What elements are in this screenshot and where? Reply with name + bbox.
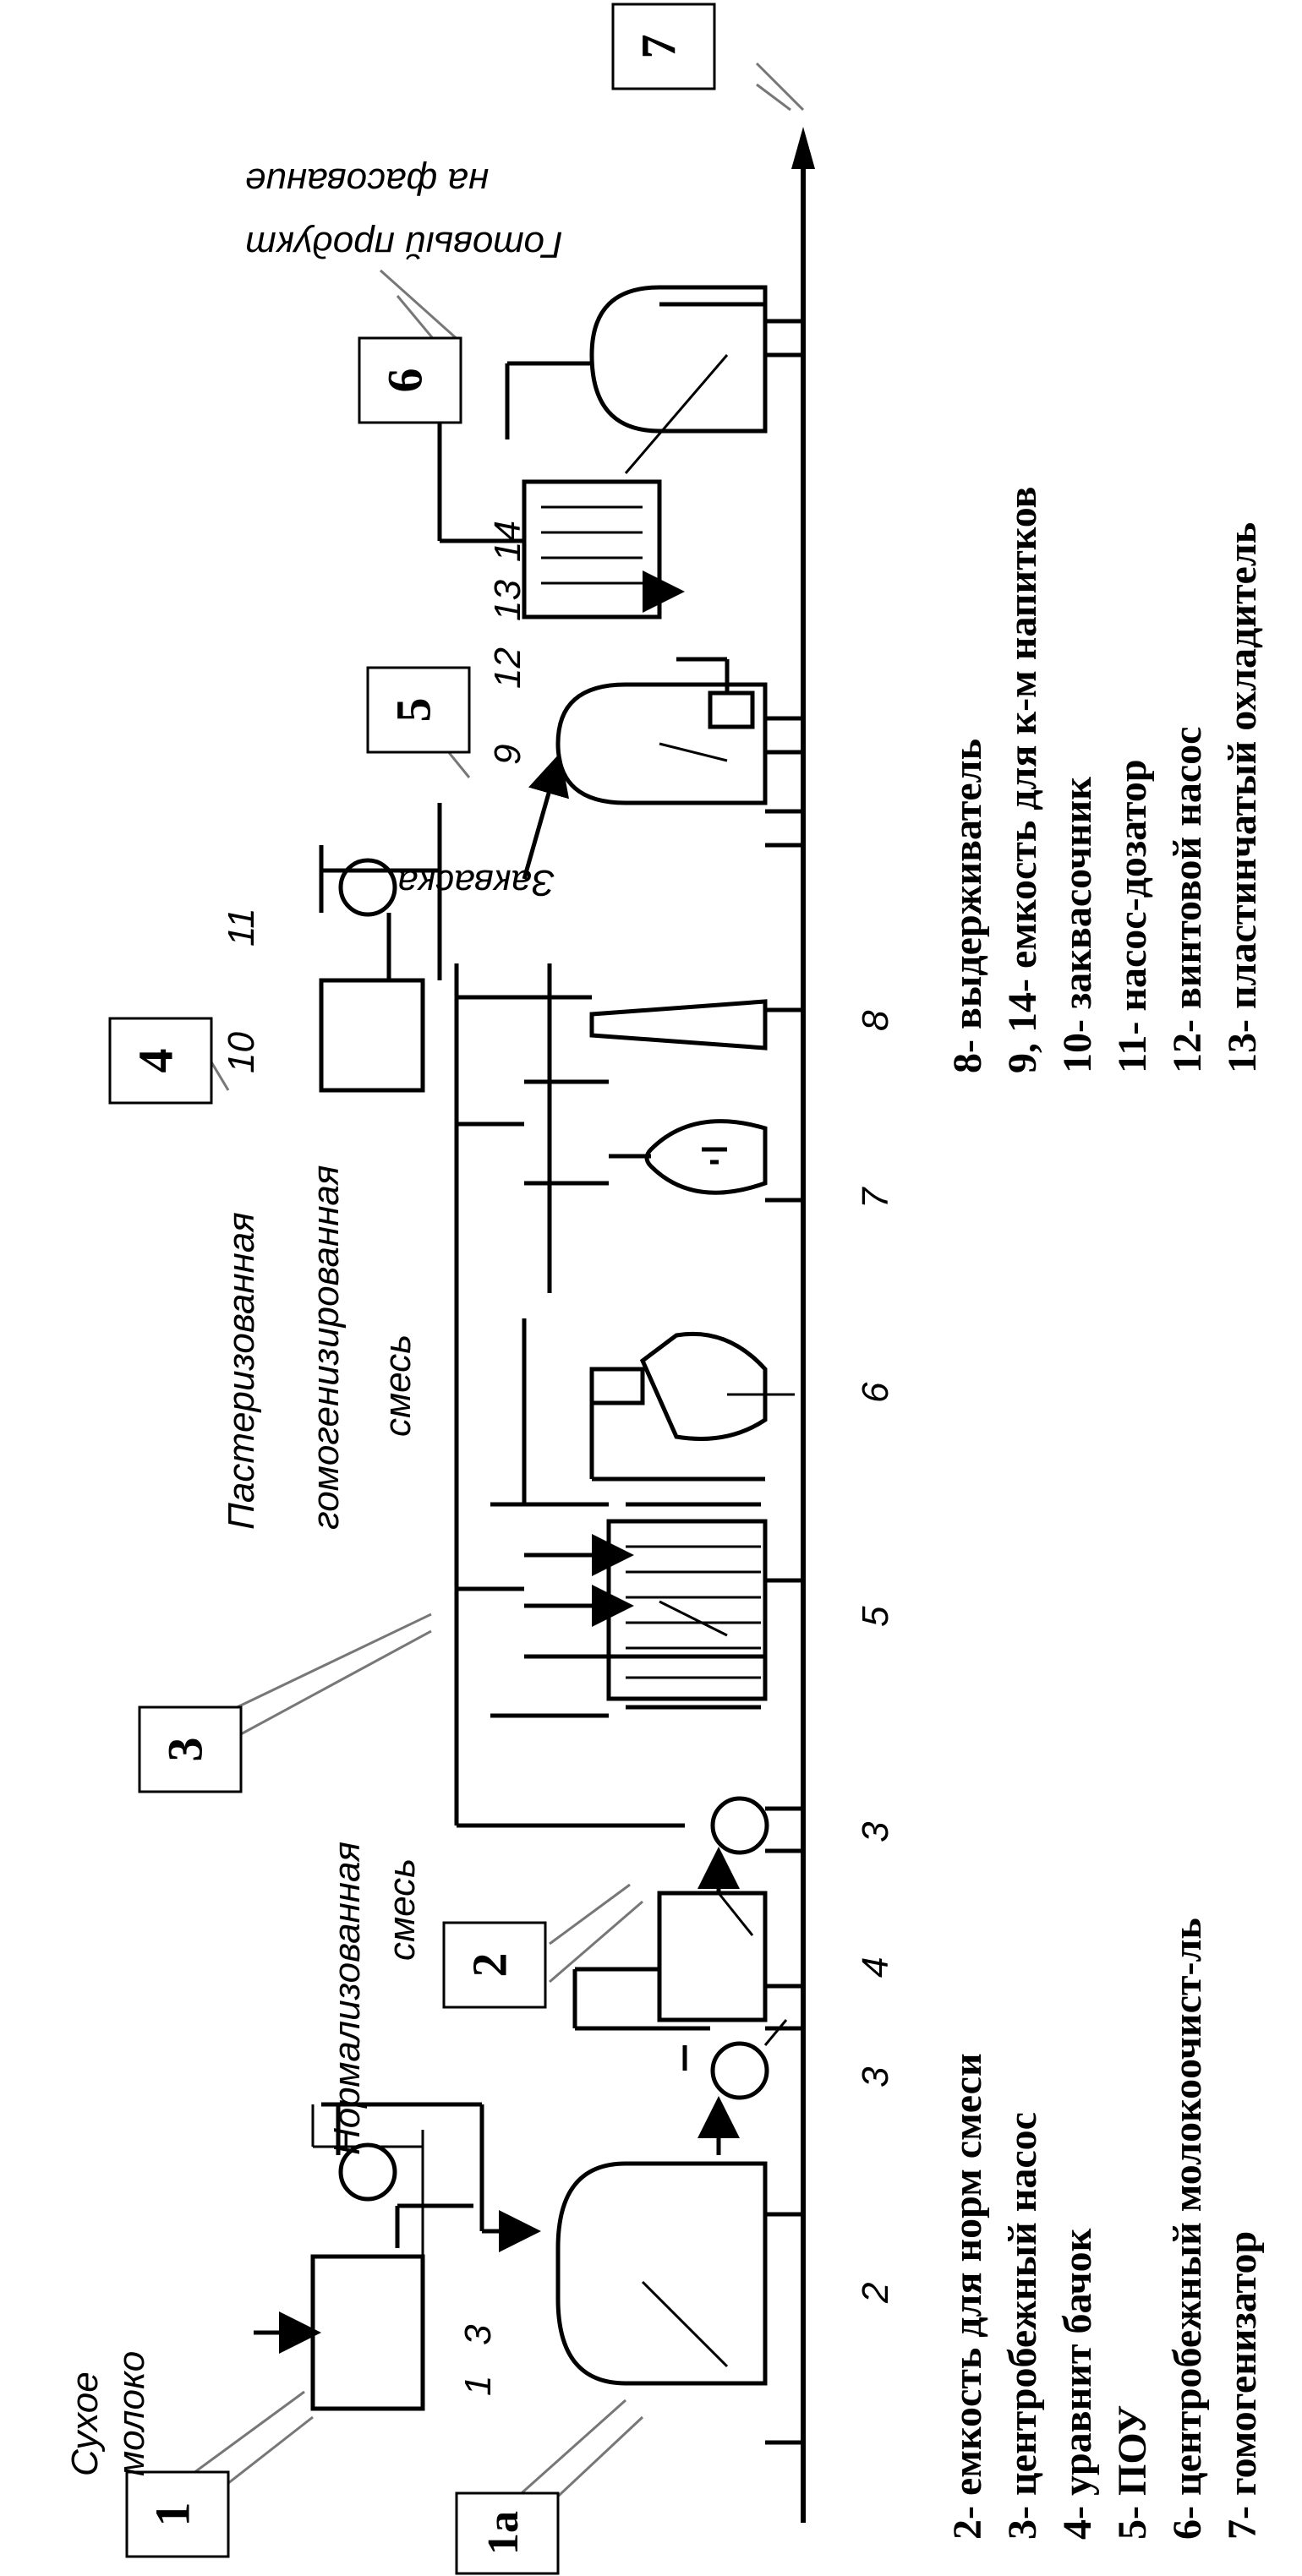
svg-text:6: 6: [377, 368, 432, 393]
stage-box-1: 1: [125, 2470, 230, 2558]
label-dry-milk-1: Сухое: [64, 2371, 106, 2476]
num-4: 4: [855, 1957, 896, 1978]
legend-item-11: 11- насос-дозатор: [1110, 759, 1155, 1073]
num-13: 13: [487, 580, 528, 621]
label-product-1: Готовый продукт: [245, 224, 563, 265]
legend-item-5: 5- ПОУ: [1110, 2405, 1155, 2540]
label-starter: Закваска: [397, 862, 555, 903]
stage-box-7: 7: [611, 3, 716, 90]
stage-box-5: 5: [366, 666, 471, 754]
num-3c: 3: [855, 1821, 896, 1842]
milk-separator: [522, 1318, 795, 1504]
num-8: 8: [855, 1010, 896, 1031]
num-12: 12: [487, 647, 528, 689]
pump-3-second: [454, 1716, 769, 1893]
svg-text:2: 2: [462, 1953, 517, 1978]
num-9: 9: [487, 745, 528, 765]
legend-item-13: 13- пластинчатый охладитель: [1220, 522, 1265, 1073]
svg-text:7: 7: [631, 35, 686, 59]
num-3b: 3: [855, 2066, 896, 2088]
homogenizer: [457, 1079, 768, 1195]
num-5: 5: [855, 1606, 896, 1627]
stage-box-6: 6: [358, 336, 462, 424]
label-normalized-1: Нормализованная: [326, 1842, 368, 2155]
stage-box-3: 3: [138, 1706, 243, 1793]
pasteurizer-pou: [454, 1502, 768, 1718]
svg-text:3: 3: [157, 1738, 212, 1762]
balance-tank: [572, 1891, 768, 2031]
num-10: 10: [221, 1032, 262, 1073]
main-process-line: [765, 127, 815, 2523]
num-7: 7: [855, 1187, 896, 1209]
num-3a: 3: [457, 2324, 499, 2345]
num-1: 1: [457, 2376, 499, 2396]
stage-box-4: 4: [108, 1017, 213, 1105]
starter-culture-unit: [319, 803, 442, 1093]
svg-text:5: 5: [386, 698, 440, 723]
legend-item-7: 7- гомогенизатор: [1220, 2231, 1265, 2540]
stage-box-2: 2: [442, 1921, 547, 2009]
legend-item-12: 12- винтовой насос: [1165, 727, 1210, 1073]
label-pasteurized-2: гомогенизированная: [305, 1165, 347, 1530]
num-6: 6: [855, 1382, 896, 1403]
legend-item-10: 10- заквасочник: [1055, 777, 1100, 1073]
label-pasteurized-3: смесь: [377, 1334, 418, 1437]
pump-3-first: [682, 2019, 788, 2155]
legend: 2- емкость для норм смеси 3- центробежны…: [945, 487, 1265, 2540]
screw-pump: [676, 657, 755, 729]
legend-item-4: 4- уравнит бачок: [1055, 2228, 1100, 2540]
svg-text:1: 1: [145, 2502, 200, 2527]
equipment-numbers: 1 3 2 3 4 3 5 6 7 8 10 11 9 12 13 14: [221, 521, 896, 2396]
legend-item-2: 2- емкость для норм смеси: [945, 2053, 990, 2540]
holding-tube: [454, 963, 768, 1707]
num-14: 14: [487, 521, 528, 562]
normalization-tank: [555, 2161, 768, 2386]
num-11: 11: [221, 908, 262, 947]
label-product-2: на фасование: [245, 161, 489, 202]
svg-text:1a: 1a: [479, 2511, 528, 2555]
svg-text:4: 4: [128, 1049, 183, 1073]
legend-item-9: 9, 14- емкость для к-м напитков: [1000, 487, 1045, 1073]
legend-item-3: 3- центробежный насос: [1000, 2112, 1045, 2540]
stage-box-1a: 1a: [455, 2491, 560, 2575]
label-normalized-2: смесь: [381, 1858, 423, 1961]
legend-item-8: 8- выдерживатель: [945, 739, 990, 1073]
num-2: 2: [855, 2283, 896, 2304]
legend-item-6: 6- центробежный молокоочист-ль: [1165, 1918, 1210, 2540]
label-pasteurized-1: Пастеризованная: [221, 1212, 262, 1530]
product-storage-tank: [505, 285, 768, 474]
dry-milk-unit: [254, 2102, 541, 2411]
label-dry-milk-2: молоко: [111, 2351, 152, 2476]
